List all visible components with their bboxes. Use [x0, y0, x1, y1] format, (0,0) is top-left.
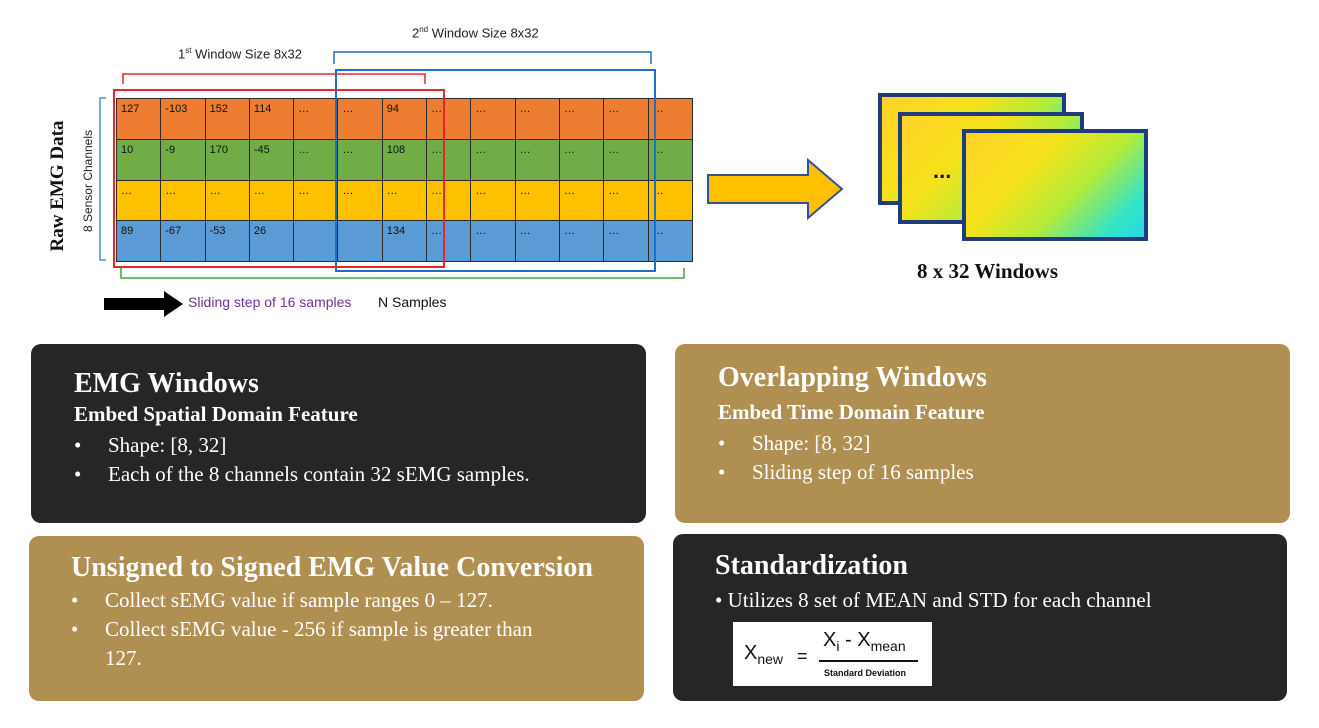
table-cell: …: [337, 98, 383, 140]
window1-ordinal-suffix: st: [185, 46, 192, 55]
table-cell: 152: [204, 98, 250, 140]
emg-windows-title: EMG Windows: [74, 368, 259, 399]
formula-fraction-bar: [819, 660, 918, 662]
list-item: Collect sEMG value if sample ranges 0 – …: [71, 586, 571, 615]
emg-windows-bullets: Shape: [8, 32] Each of the 8 channels co…: [74, 431, 646, 489]
formula-num-i: i: [836, 638, 840, 654]
window2-ordinal: 2: [412, 25, 420, 41]
table-cell: …: [426, 98, 472, 140]
table-cell: -9: [160, 138, 206, 181]
table-cell: …: [514, 179, 560, 222]
sliding-step-label: Sliding step of 16 samples: [188, 294, 352, 310]
table-cell: …: [337, 138, 383, 181]
overlapping-windows-bullets: Shape: [8, 32] Sliding step of 16 sample…: [718, 429, 1290, 487]
table-cell: …: [603, 138, 649, 181]
table-cell: -103: [160, 98, 206, 140]
table-cell: -53: [204, 220, 250, 262]
table-cell: …: [426, 138, 472, 181]
window1-label-text: Window Size 8x32: [191, 46, 303, 62]
formula-equals: =: [797, 646, 808, 666]
table-cell: …: [470, 179, 516, 222]
table-cell: -67: [160, 220, 206, 262]
windows-caption: 8 x 32 Windows: [917, 259, 1059, 283]
formula-num-minus: -: [839, 629, 858, 651]
standardization-title: Standardization: [715, 550, 908, 581]
formula-lhs-sub: new: [757, 651, 784, 667]
table-cell: …: [426, 220, 472, 262]
table-cell: 134: [381, 220, 428, 262]
conversion-box: Unsigned to Signed EMG Value Conversion …: [29, 536, 644, 701]
table-cell: …: [603, 98, 649, 140]
window-thumbnail-3: [962, 129, 1148, 241]
sensor-channels-label: 8 Sensor Channels: [81, 129, 95, 233]
list-item: Each of the 8 channels contain 32 sEMG s…: [74, 460, 646, 489]
overlapping-windows-subtitle: Embed Time Domain Feature: [718, 400, 985, 424]
window1-outline: [113, 89, 445, 268]
n-samples-label: N Samples: [378, 294, 447, 310]
emg-windows-subtitle: Embed Spatial Domain Feature: [74, 402, 358, 426]
table-cell: [293, 220, 339, 262]
formula-num-x: X: [823, 629, 837, 651]
list-item: Shape: [8, 32]: [74, 431, 646, 460]
window2-brace: [333, 51, 652, 64]
conversion-bullets: Collect sEMG value if sample ranges 0 – …: [71, 586, 571, 673]
list-item: Shape: [8, 32]: [718, 429, 1290, 458]
formula-lhs-x: X: [744, 642, 758, 664]
stack-ellipsis: ...: [933, 158, 952, 183]
table-cell: …: [160, 179, 206, 222]
table-cell: …: [603, 220, 649, 262]
formula-num-x2: X: [857, 629, 871, 651]
table-cell: …: [514, 98, 560, 140]
overlapping-windows-box: Overlapping Windows Embed Time Domain Fe…: [675, 344, 1290, 523]
window2-label: 2nd Window Size 8x32: [412, 25, 539, 40]
window1-brace: [122, 73, 426, 84]
window1-label: 1st Window Size 8x32: [178, 46, 302, 61]
table-cell: …: [426, 179, 472, 222]
conversion-title: Unsigned to Signed EMG Value Conversion: [71, 552, 593, 583]
sliding-step-arrow-icon: [104, 291, 183, 317]
formula-numerator: Xi - Xmean: [823, 629, 906, 654]
table-cell: …: [470, 98, 516, 140]
table-cell: …: [470, 138, 516, 181]
table-cell: …: [293, 179, 339, 222]
raw-emg-data-title: Raw EMG Data: [47, 120, 68, 252]
table-cell: 170: [204, 138, 250, 181]
window2-ordinal-suffix: nd: [419, 25, 429, 34]
formula-num-mean: mean: [870, 638, 906, 654]
table-cell: [337, 220, 383, 262]
table-cell: …: [115, 179, 162, 222]
table-row: …………………………………: [115, 179, 694, 222]
formula-lhs: Xnew: [744, 642, 783, 667]
table-cell: 114: [248, 98, 295, 140]
table-cell: 94: [381, 98, 428, 140]
transform-arrow-icon: [707, 158, 844, 220]
list-item: Collect sEMG value - 256 if sample is gr…: [71, 615, 571, 673]
overlapping-windows-title: Overlapping Windows: [718, 362, 987, 393]
formula-denominator: Standard Deviation: [824, 668, 907, 678]
table-cell: …: [337, 179, 383, 222]
window2-outline: [335, 69, 656, 272]
table-cell: …: [514, 220, 560, 262]
table-cell: 108: [381, 138, 428, 181]
emg-windows-box: EMG Windows Embed Spatial Domain Feature…: [31, 344, 646, 523]
channels-brace: [99, 97, 106, 261]
table-cell: …: [470, 220, 516, 262]
standardization-bullet: • Utilizes 8 set of MEAN and STD for eac…: [715, 588, 1152, 612]
table-cell: …: [514, 138, 560, 181]
table-cell: …: [293, 98, 339, 140]
table-cell: …: [204, 179, 250, 222]
table-cell: 26: [248, 220, 295, 262]
window2-label-text: Window Size 8x32: [428, 25, 539, 41]
table-cell: 10: [115, 138, 162, 181]
list-item: Sliding step of 16 samples: [718, 458, 1290, 487]
table-cell: …: [381, 179, 428, 222]
n-samples-brace: [120, 268, 685, 279]
standardization-formula: Xnew = Xi - Xmean Standard Deviation: [733, 622, 932, 686]
table-cell: …: [603, 179, 649, 222]
window1-ordinal: 1: [178, 46, 186, 62]
